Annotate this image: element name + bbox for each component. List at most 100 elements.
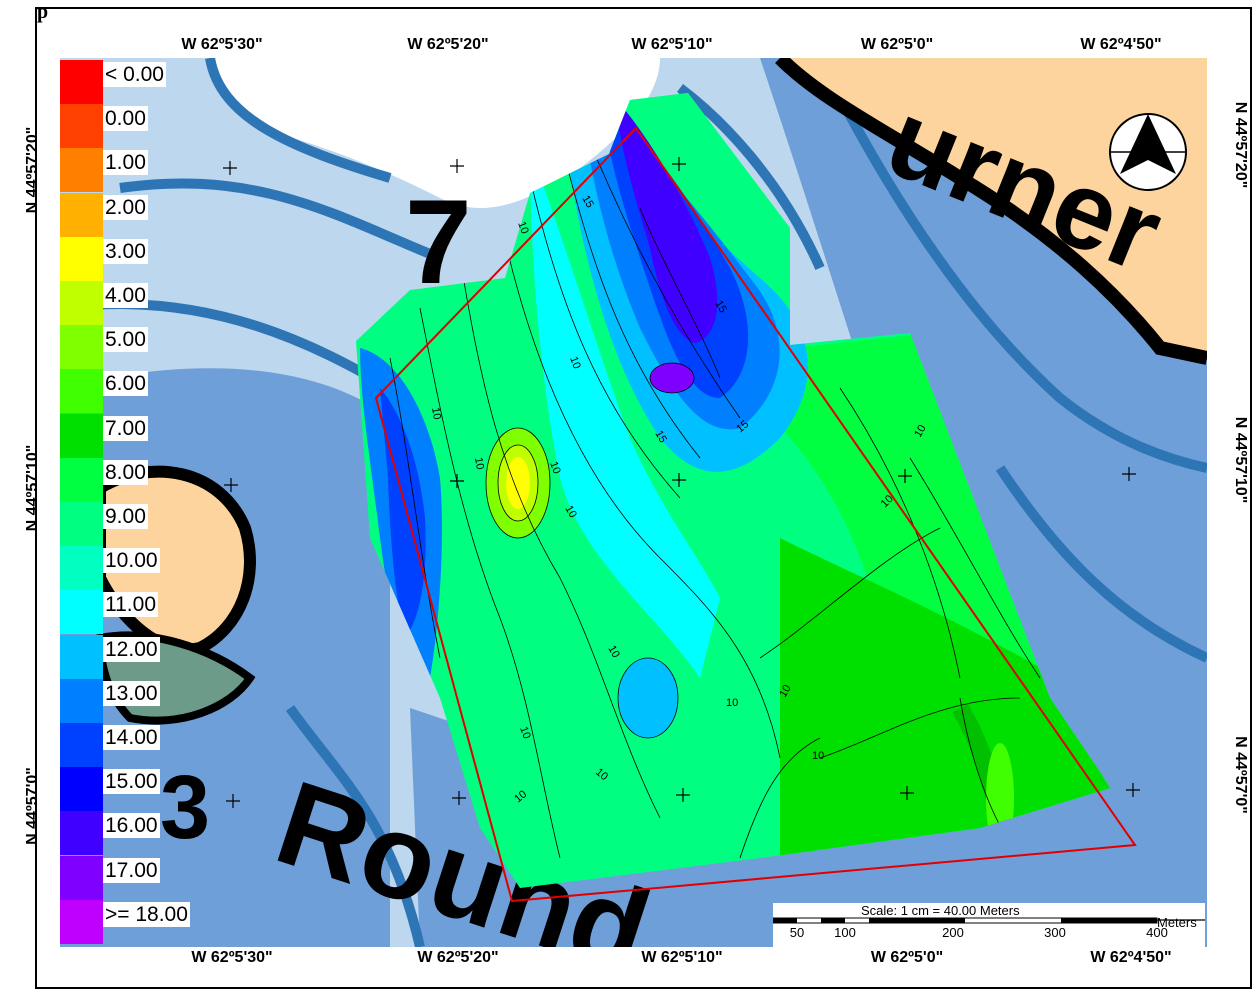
contour-label: 10 [547, 460, 562, 476]
coord-right-2: N 44º57'10" [1232, 416, 1249, 504]
legend-label: < 0.00 [103, 62, 166, 87]
legend-swatch [60, 502, 103, 546]
legend-label: 4.00 [103, 283, 148, 308]
legend-swatch [60, 546, 103, 591]
legend-label: 14.00 [103, 725, 160, 750]
scale-tick-label: 300 [1044, 925, 1066, 940]
contour-label: 15 [652, 429, 669, 446]
legend-row: 5.00 [60, 325, 185, 370]
channel-line-3 [205, 58, 392, 183]
coord-left-1: N 44º57'20" [24, 126, 41, 214]
coord-right-1: N 44º57'20" [1232, 101, 1249, 189]
contour-label: 15 [712, 299, 729, 316]
legend-label: 9.00 [103, 504, 148, 529]
channel-line-6 [995, 465, 1207, 663]
scale-tick-label: 400 [1146, 925, 1168, 940]
legend-row: 12.00 [60, 634, 185, 679]
bathymetry-map[interactable]: urner Round 7 3 [60, 58, 1207, 947]
legend-label: 7.00 [103, 415, 148, 441]
legend-row: 13.00 [60, 678, 185, 723]
legend-label: 6.00 [103, 371, 148, 397]
legend-row: 16.00 [60, 811, 185, 856]
legend-label: >= 18.00 [103, 901, 190, 927]
legend-swatch [60, 590, 103, 635]
legend-row: 8.00 [60, 457, 185, 502]
coord-left-3: N 44º57'0" [24, 767, 41, 845]
legend-row: 9.00 [60, 502, 185, 546]
legend-row: 6.00 [60, 369, 185, 414]
legend-row: 17.00 [60, 855, 185, 900]
legend-swatch [60, 678, 103, 723]
legend-swatch [60, 457, 103, 502]
legend-row: >= 18.00 [60, 899, 190, 944]
contour-label: 10 [517, 725, 532, 741]
coord-bottom-4: W 62º5'0" [870, 949, 944, 966]
legend-label: 0.00 [103, 106, 148, 132]
legend-label: 1.00 [103, 150, 148, 176]
legend-label: 17.00 [103, 857, 160, 883]
contour-label: 10 [567, 355, 582, 371]
legend-label: 8.00 [103, 459, 148, 485]
legend-label: 2.00 [103, 194, 148, 220]
contour-label: 15 [579, 194, 596, 211]
coord-bottom-5: W 62º4'50" [1090, 949, 1172, 966]
legend-swatch [60, 767, 103, 812]
north-arrow-icon [1106, 110, 1190, 199]
legend-row: < 0.00 [60, 60, 185, 104]
header-partial-text: p [37, 1, 49, 23]
legend-swatch [60, 325, 103, 370]
coord-top-5: W 62º4'50" [1080, 36, 1162, 53]
coord-right-3: N 44º57'0" [1232, 736, 1249, 814]
contour-label: 10 [777, 683, 794, 700]
contour-label: 10 [429, 406, 443, 420]
channel-line-4 [676, 84, 825, 271]
scale-text: Scale: 1 cm = 40.00 Meters [861, 903, 1020, 918]
coord-bottom-2: W 62º5'20" [417, 949, 499, 966]
legend-swatch [60, 413, 103, 458]
street-label-number-b: 3 [160, 758, 210, 858]
legend-row: 1.00 [60, 148, 185, 193]
channel-line-5 [815, 58, 1207, 473]
legend-row: 14.00 [60, 723, 185, 767]
contour-label: 10 [562, 504, 579, 521]
legend-row: 0.00 [60, 104, 185, 149]
legend-label: 16.00 [103, 813, 160, 839]
legend-swatch [60, 723, 103, 767]
legend-label: 11.00 [103, 592, 158, 618]
legend-swatch [60, 369, 103, 414]
coord-top-4: W 62º5'0" [860, 36, 934, 53]
legend-row: 3.00 [60, 236, 185, 281]
contour-label: 10 [472, 456, 486, 470]
legend-label: 13.00 [103, 680, 160, 706]
legend-swatch [60, 855, 103, 900]
coord-top-1: W 62º5'30" [181, 36, 263, 53]
unmapped-area [215, 58, 660, 208]
contour-label: 10 [605, 644, 622, 661]
legend-swatch [60, 148, 103, 193]
channel-line-1 [119, 178, 442, 263]
legend-row: 2.00 [60, 192, 185, 237]
legend-label: 12.00 [103, 636, 160, 662]
legend-swatch [60, 811, 103, 856]
coord-top-3: W 62º5'10" [631, 36, 713, 53]
scale-unit-label: Meters [1157, 915, 1197, 930]
survey-boundary [374, 126, 1137, 903]
legend-row: 7.00 [60, 413, 185, 458]
contour-label: 10 [726, 697, 738, 709]
legend-label: 15.00 [103, 769, 160, 795]
legend-swatch [60, 104, 103, 149]
legend-row: 15.00 [60, 767, 185, 812]
legend-swatch [60, 281, 103, 325]
contour-label: 10 [812, 750, 824, 762]
legend-swatch [60, 192, 103, 237]
legend-row: 4.00 [60, 281, 185, 325]
coord-bottom-3: W 62º5'10" [641, 949, 723, 966]
scale-tick-label: 100 [834, 925, 856, 940]
contour-label: 10 [912, 423, 929, 440]
legend-swatch [60, 236, 103, 281]
coord-top-2: W 62º5'20" [407, 36, 489, 53]
legend-label: 3.00 [103, 238, 148, 264]
channel-line-7 [285, 705, 425, 947]
shoreline-northeast [775, 58, 1207, 365]
